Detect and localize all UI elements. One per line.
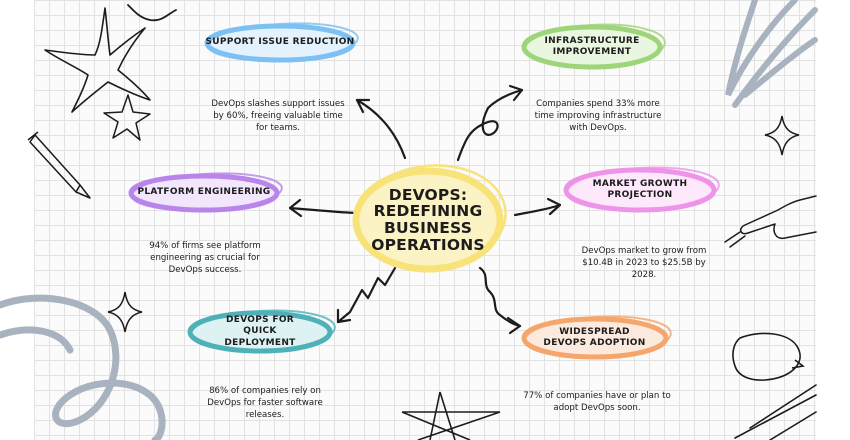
star-doodle-bottom [401, 391, 501, 440]
arrow-to-adoption-head [506, 316, 522, 335]
sparkle-doodle-left [107, 291, 143, 333]
arrow-to-market-head [546, 197, 562, 216]
dash-lines-doodle [734, 384, 817, 440]
arrow-to-market [513, 203, 562, 217]
speech-bubble-doodle [732, 332, 805, 381]
node-title-market: Market Growth Projection [592, 178, 688, 200]
desc-market: DevOps market to grow from $10.4B in 202… [581, 246, 707, 281]
ellipse-stroke-market [566, 166, 720, 212]
node-platform: Platform Engineering [130, 175, 278, 211]
node-market: Market Growth Projection [565, 170, 715, 210]
ellipse-center-stroke [354, 164, 507, 272]
arrow-to-quick [336, 266, 397, 324]
ellipse-stroke-adoption [524, 315, 672, 359]
ellipse-stroke-infra [524, 23, 666, 69]
ellipse-stroke-quick [190, 309, 336, 353]
arrow-to-platform-head [288, 198, 303, 218]
arrow-to-infra-head [508, 84, 524, 102]
desc-infra: Companies spend 33% more time improving … [534, 99, 662, 134]
node-adoption: Widespread DevOps Adoption [522, 318, 667, 358]
connector-arrows [288, 84, 562, 335]
node-title-support: Support Issue Reduction [205, 37, 355, 48]
ellipse-stroke-support [207, 22, 359, 62]
node-title-platform: Platform Engineering [137, 187, 271, 198]
center-node: DevOps: Redefining Business Operations [352, 170, 504, 270]
arrow-to-quick-head [336, 308, 352, 324]
pointing-hand-doodle [724, 195, 817, 248]
ellipse-stroke-platform [131, 172, 283, 212]
grey-scribble-right [725, 0, 818, 108]
arrow-to-platform [288, 206, 357, 215]
desc-support: DevOps slashes support issues by 60%, fr… [211, 99, 345, 134]
node-title-infra: Infrastructure Improvement [544, 35, 640, 57]
arrow-to-support-head [355, 98, 371, 114]
arrow-to-infra [456, 88, 524, 162]
node-title-adoption: Widespread DevOps Adoption [543, 326, 646, 348]
desc-quick: 86% of companies rely on DevOps for fast… [207, 386, 323, 421]
node-title-quick: DevOps for Quick Deployment [224, 315, 296, 348]
desc-platform: 94% of firms see platform engineering as… [149, 241, 261, 276]
node-quick: DevOps for Quick Deployment [190, 312, 330, 352]
pencil-doodle-left [27, 131, 91, 199]
star-doodle-large [44, 7, 151, 113]
sparkle-doodle-right [764, 115, 800, 156]
desc-adoption: 77% of companies have or plan to adopt D… [523, 391, 671, 414]
star-doodle-small [103, 94, 151, 141]
node-support: Support Issue Reduction [205, 25, 355, 61]
arrow-to-adoption [478, 266, 522, 328]
arrow-to-support [355, 98, 407, 160]
node-ellipses [128, 22, 720, 360]
squiggle-doodle-top [127, 4, 177, 22]
grey-swirl-left [0, 294, 166, 440]
node-infra: Infrastructure Improvement [522, 27, 662, 67]
center-title: DevOps: Redefining Business Operations [371, 185, 485, 254]
